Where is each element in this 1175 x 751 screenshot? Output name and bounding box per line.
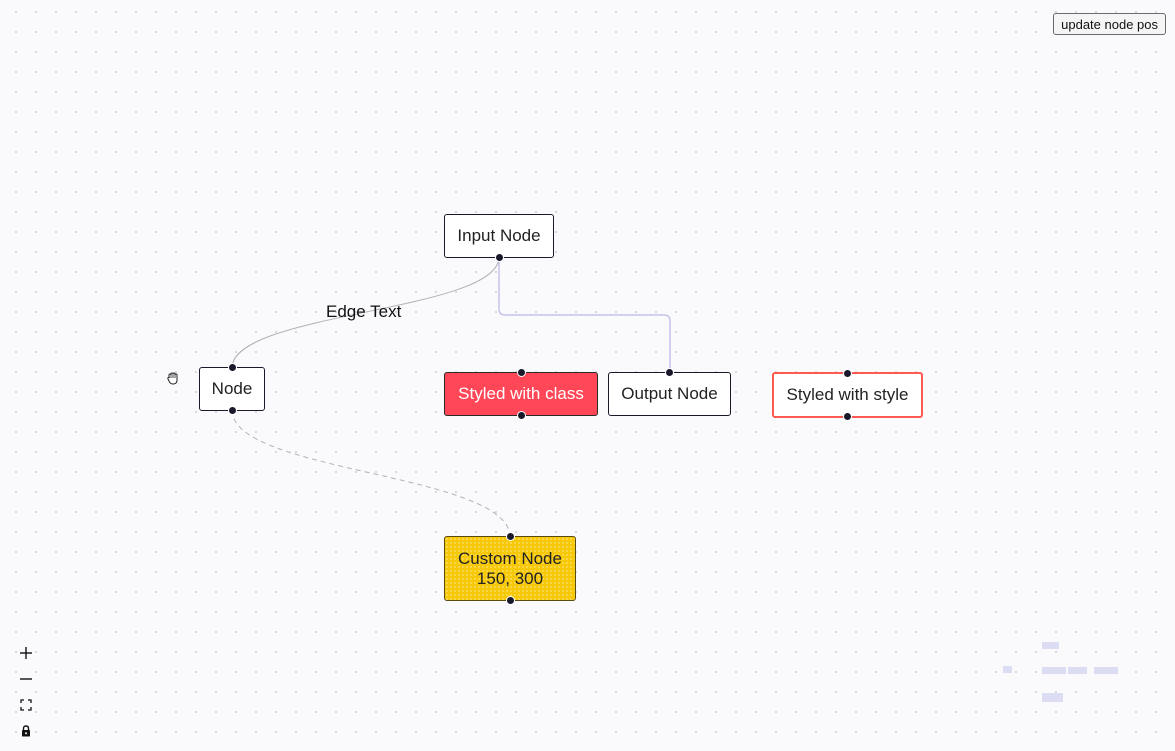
output-node-target-handle[interactable] xyxy=(665,368,674,377)
custom-node-position: 150, 300 xyxy=(476,568,544,588)
custom-node[interactable]: Custom Node 150, 300 xyxy=(444,532,576,605)
styled-class-node-target-handle[interactable] xyxy=(516,368,526,377)
default-node-target-handle[interactable] xyxy=(227,363,237,372)
custom-node-source-handle[interactable] xyxy=(505,596,515,605)
input-node-source-handle[interactable] xyxy=(494,253,504,262)
flow-controls xyxy=(13,640,39,744)
zoom-out-button[interactable] xyxy=(13,666,39,692)
default-node-source-handle[interactable] xyxy=(227,406,237,415)
input-node[interactable]: Input Node xyxy=(444,214,554,262)
minimap-node xyxy=(1042,642,1059,649)
styled-class-node-source-handle[interactable] xyxy=(516,411,526,420)
styled-style-node-label: Styled with style xyxy=(786,385,909,404)
lock-button[interactable] xyxy=(13,718,39,744)
styled-style-node[interactable]: Styled with style xyxy=(772,369,923,421)
minimap-node xyxy=(1042,667,1066,674)
minimap[interactable] xyxy=(990,630,1130,710)
edge-node-to-custom[interactable] xyxy=(231,409,511,538)
custom-node-target-handle[interactable] xyxy=(505,532,515,541)
edge-input-to-output[interactable] xyxy=(498,257,671,373)
styled-style-node-source-handle[interactable] xyxy=(843,412,852,421)
edge-input-to-node[interactable] xyxy=(231,256,500,369)
edge-label: Edge Text xyxy=(326,302,402,321)
styled-style-node-target-handle[interactable] xyxy=(843,369,852,378)
plus-icon xyxy=(20,647,32,659)
update-node-pos-button[interactable]: update node pos xyxy=(1053,13,1166,35)
minimap-node xyxy=(1042,693,1063,702)
fit-view-button[interactable] xyxy=(13,692,39,718)
styled-class-node[interactable]: Styled with class xyxy=(444,368,598,420)
output-node-label: Output Node xyxy=(621,384,718,403)
grab-hand-icon xyxy=(167,372,178,385)
styled-class-node-label: Styled with class xyxy=(458,384,584,403)
output-node[interactable]: Output Node xyxy=(608,368,731,416)
minimap-node xyxy=(1094,667,1118,674)
custom-node-title: Custom Node xyxy=(458,548,562,568)
default-node[interactable]: Node xyxy=(199,363,265,415)
default-node-label: Node xyxy=(211,379,253,398)
lock-icon xyxy=(22,725,30,737)
minimap-node xyxy=(1068,667,1087,674)
minimap-node xyxy=(1003,666,1012,673)
zoom-in-button[interactable] xyxy=(13,640,39,666)
minus-icon xyxy=(20,678,32,680)
fit-view-icon xyxy=(20,699,32,711)
input-node-label: Input Node xyxy=(457,226,541,245)
